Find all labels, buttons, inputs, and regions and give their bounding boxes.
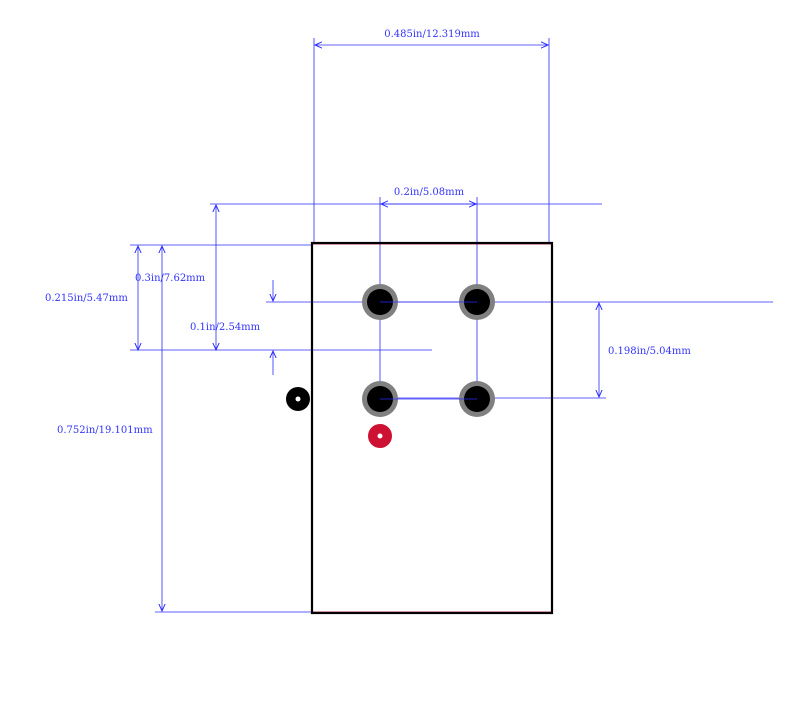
dim-label-overall-width: 0.485in/12.319mm [384, 29, 480, 40]
dim-row-pitch-y: 0.198in/5.04mm [380, 303, 691, 399]
pad-center-lines [380, 301, 477, 400]
dim-row1-offset: 0.1in/2.54mm [190, 280, 773, 375]
dim-top-to-row1: 0.215in/5.47mm [45, 246, 138, 350]
dim-label-top-to-row1: 0.215in/5.47mm [45, 293, 128, 304]
pin1-marker [368, 424, 392, 448]
body-outline [310, 241, 554, 615]
dim-top-to-row2: 0.3in/7.62mm [135, 205, 216, 350]
dim-label-overall-height: 0.752in/19.101mm [57, 425, 153, 436]
dim-overall-height: 0.752in/19.101mm [57, 246, 312, 613]
body-courtyard [311, 243, 553, 613]
dim-label-row1-offset: 0.1in/2.54mm [190, 322, 261, 333]
dim-overall-width: 0.485in/12.319mm [313, 29, 550, 243]
dim-label-top-to-row2: 0.3in/7.62mm [135, 273, 206, 284]
dim-label-pin-pitch-x: 0.2in/5.08mm [394, 187, 465, 198]
orientation-marker [286, 387, 310, 411]
dim-label-row-pitch-y: 0.198in/5.04mm [608, 346, 691, 357]
